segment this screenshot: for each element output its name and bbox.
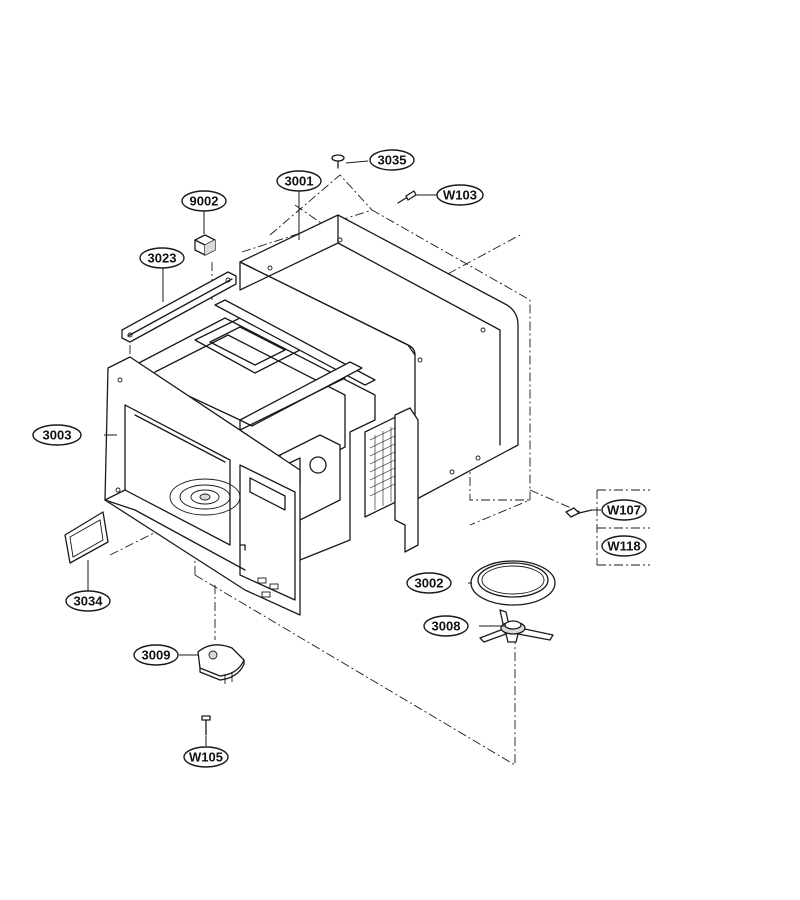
callout-3008: 3008: [423, 615, 469, 637]
svg-text:3009: 3009: [142, 648, 171, 663]
bracket-3023: [121, 271, 237, 343]
front-frame-3003: [104, 356, 301, 616]
callout-3001: 3001: [276, 170, 322, 192]
callout-W107: W107: [601, 499, 647, 521]
svg-text:W107: W107: [607, 503, 641, 518]
callout-9002: 9002: [181, 190, 227, 212]
callout-3034: 3034: [65, 590, 111, 612]
screw-W105: [201, 715, 211, 736]
svg-text:W118: W118: [607, 539, 640, 554]
callout-3023: 3023: [139, 247, 185, 269]
svg-text:9002: 9002: [190, 194, 219, 209]
svg-text:3035: 3035: [378, 153, 407, 168]
callout-3009: 3009: [133, 644, 179, 666]
coupler-3008: [479, 609, 554, 643]
svg-text:3008: 3008: [432, 619, 461, 634]
callout-W105: W105: [183, 746, 229, 768]
screw-W107-W118: [565, 507, 593, 518]
svg-text:W103: W103: [443, 188, 477, 203]
svg-text:3023: 3023: [148, 251, 177, 266]
callout-3035: 3035: [369, 149, 415, 171]
svg-text:3001: 3001: [285, 174, 314, 189]
part-3035: [331, 154, 345, 169]
svg-text:3002: 3002: [415, 576, 444, 591]
screw-W103: [397, 190, 417, 204]
leader-lines: [87, 160, 601, 746]
callout-W118: W118: [601, 535, 647, 557]
motor-3009: [197, 644, 245, 684]
outer-cabinet-3001: [239, 214, 519, 501]
svg-text:3003: 3003: [43, 428, 72, 443]
callout-3002: 3002: [406, 572, 452, 594]
callout-3003: 3003: [32, 424, 82, 446]
callout-W103: W103: [436, 184, 484, 206]
roller-ring-3002: [470, 560, 556, 606]
cover-plate-3034: [64, 511, 109, 564]
part-9002: [194, 234, 216, 256]
inner-chassis: [134, 299, 419, 576]
svg-text:W105: W105: [189, 750, 223, 765]
svg-text:3034: 3034: [74, 594, 104, 609]
